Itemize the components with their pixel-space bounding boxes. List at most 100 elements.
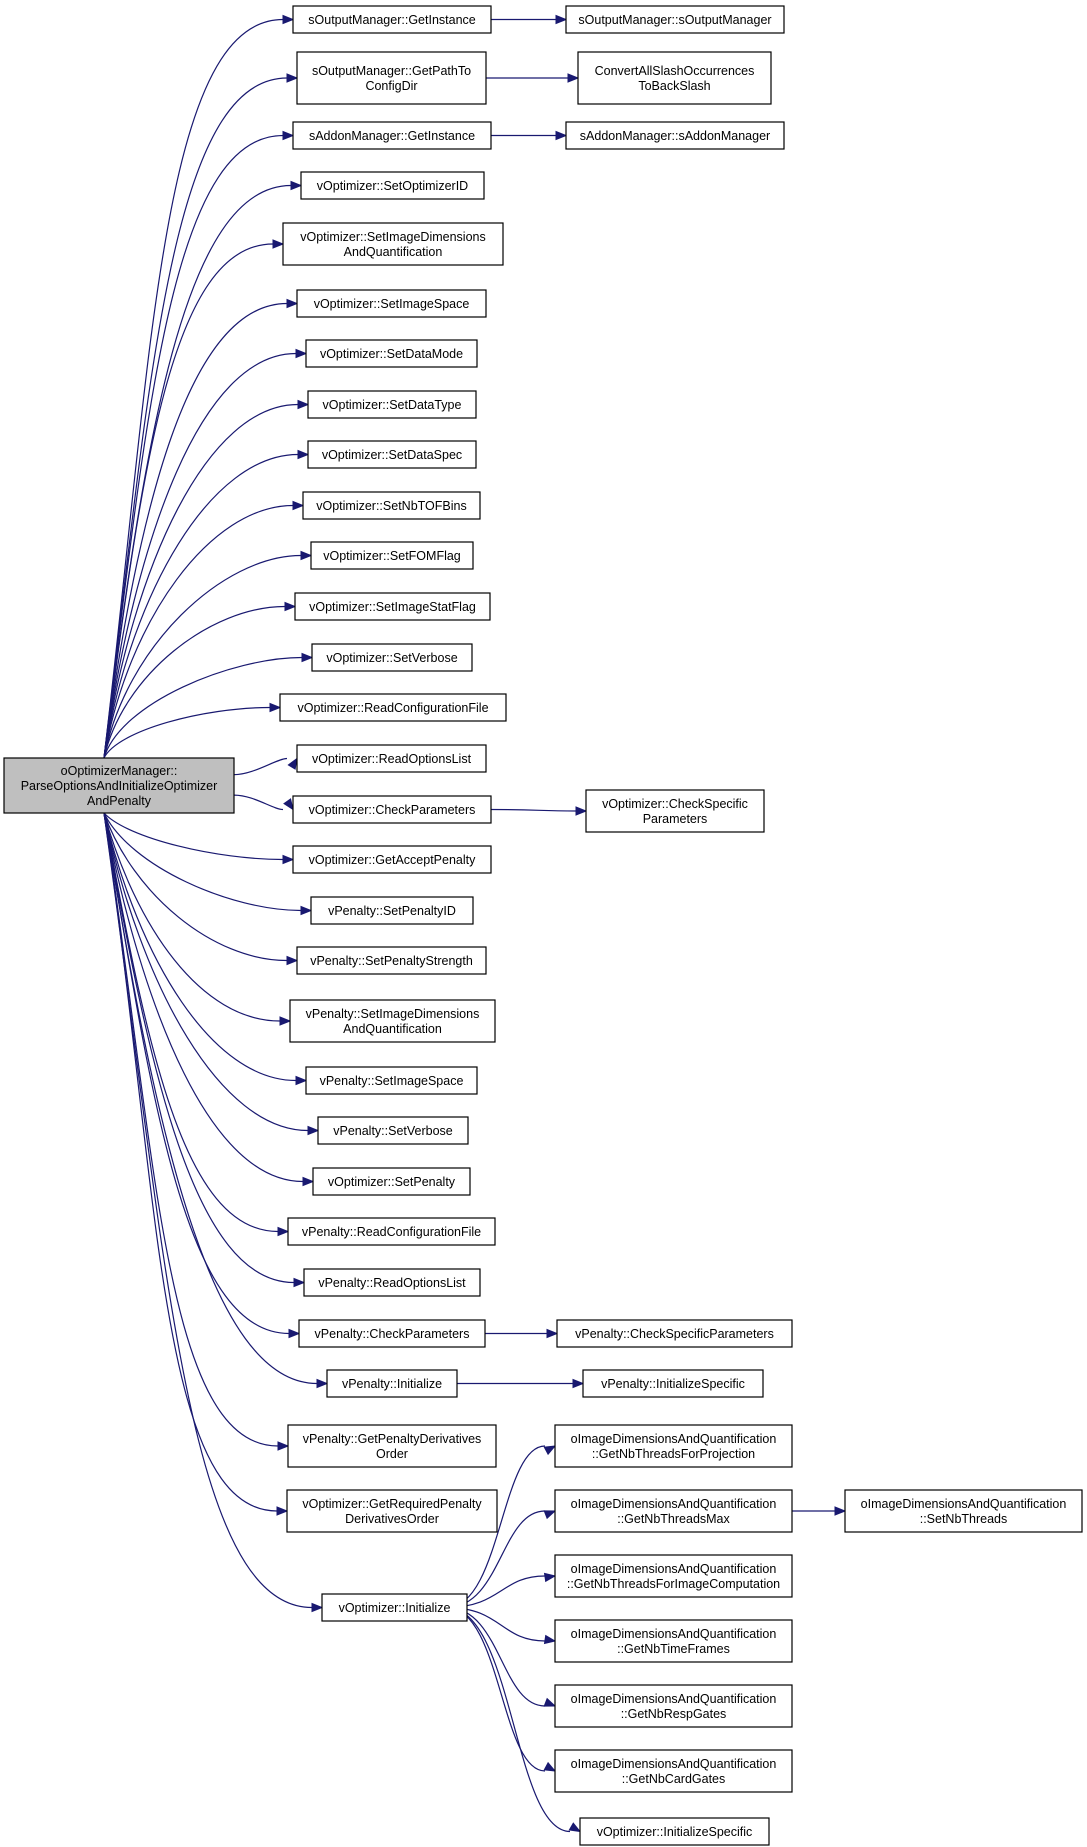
node-label: vPenalty::SetImageDimensions <box>306 1007 480 1021</box>
node-box <box>296 744 487 773</box>
node-box <box>286 1489 498 1533</box>
node-label: ::GetNbCardGates <box>622 1772 726 1786</box>
node-voptimizer-initialize[interactable]: vOptimizer::Initialize <box>321 1593 468 1622</box>
node-label: Order <box>376 1447 408 1461</box>
node-voptimizer-setfomflag[interactable]: vOptimizer::SetFOMFlag <box>310 541 474 570</box>
node-label: vOptimizer::SetFOMFlag <box>323 549 461 563</box>
node-soutputmanager-getinstance[interactable]: sOutputManager::GetInstance <box>292 5 492 34</box>
node-vpenalty-setimagedimensionsandquantification[interactable]: vPenalty::SetImageDimensionsAndQuantific… <box>289 999 496 1043</box>
node-voptimizer-readconfigurationfile[interactable]: vOptimizer::ReadConfigurationFile <box>279 693 507 722</box>
node-box <box>565 5 785 34</box>
edge-line <box>490 808 577 812</box>
node-saddonmanager-getinstance[interactable]: sAddonManager::GetInstance <box>292 121 492 150</box>
node-voptimizer-setoptimizerid[interactable]: vOptimizer::SetOptimizerID <box>300 171 485 200</box>
node-box <box>307 390 477 419</box>
node-vpenalty-setpenaltystrength[interactable]: vPenalty::SetPenaltyStrength <box>296 946 487 975</box>
edge-root-to-n1 <box>103 14 295 759</box>
edge-arrowhead <box>276 1506 289 1516</box>
node-saddonmanager-saddonmanager[interactable]: sAddonManager::sAddonManager <box>565 121 785 150</box>
edge-n36-to-n43 <box>446 1606 557 1772</box>
node-label: sOutputManager::GetPathTo <box>312 64 471 78</box>
node-label: ConfigDir <box>365 79 417 93</box>
edge-line <box>103 812 318 1385</box>
edge-line <box>103 184 292 759</box>
edge-n19-to-n20 <box>490 806 588 816</box>
node-box <box>579 1817 770 1846</box>
node-oimagedimensionsandquantification-getnbrespgates[interactable]: oImageDimensionsAndQuantification::GetNb… <box>554 1684 793 1728</box>
edge-arrowhead <box>546 1328 559 1339</box>
node-voptimizer-initializespecific[interactable]: vOptimizer::InitializeSpecific <box>579 1817 770 1846</box>
edge-root-to-n18 <box>233 757 298 776</box>
node-vpenalty-setimagespace[interactable]: vPenalty::SetImageSpace <box>305 1066 478 1095</box>
node-oimagedimensionsandquantification-getnbtimeframes[interactable]: oImageDimensionsAndQuantification::GetNb… <box>554 1619 793 1663</box>
edge-n30-to-n31 <box>485 1328 559 1339</box>
node-vpenalty-initializespecific[interactable]: vPenalty::InitializeSpecific <box>582 1369 764 1398</box>
node-label: vOptimizer::SetDataSpec <box>322 448 462 462</box>
node-vpenalty-checkspecificparameters[interactable]: vPenalty::CheckSpecificParameters <box>556 1319 793 1348</box>
edge-root-to-n8 <box>103 239 285 759</box>
edge-arrowhead <box>543 1510 557 1520</box>
node-label: AndPenalty <box>87 794 152 808</box>
node-oimagedimensionsandquantification-getnbthreadsforprojection[interactable]: oImageDimensionsAndQuantification::GetNb… <box>554 1424 793 1468</box>
node-label: ::GetNbThreadsForImageComputation <box>567 1577 780 1591</box>
node-voptimizer-checkparameters[interactable]: vOptimizer::CheckParameters <box>292 795 492 824</box>
node-voptimizer-getacceptpenalty[interactable]: vOptimizer::GetAcceptPenalty <box>292 845 492 874</box>
node-soutputmanager-soutputmanager[interactable]: sOutputManager::sOutputManager <box>565 5 785 34</box>
node-voptimizer-setverbose[interactable]: vOptimizer::SetVerbose <box>311 643 473 672</box>
edge-root-to-n23 <box>103 812 299 966</box>
node-vpenalty-checkparameters[interactable]: vPenalty::CheckParameters <box>298 1319 486 1348</box>
node-voptimizer-checkspecificparameters[interactable]: vOptimizer::CheckSpecificParameters <box>585 789 765 833</box>
edge-root-to-n7 <box>103 180 303 759</box>
node-label: oImageDimensionsAndQuantification <box>571 1497 777 1511</box>
edge-arrowhead <box>282 130 295 141</box>
edge-arrowhead <box>277 1441 290 1451</box>
node-oimagedimensionsandquantification-getnbthreadsforimagecomputation[interactable]: oImageDimensionsAndQuantification::GetNb… <box>554 1554 793 1598</box>
edge-root-to-n34 <box>103 812 290 1451</box>
edge-root-to-n16 <box>103 652 314 759</box>
edge-line <box>103 134 284 759</box>
node-vpenalty-setverbose[interactable]: vPenalty::SetVerbose <box>317 1116 469 1145</box>
node-label: vOptimizer::CheckSpecific <box>602 797 748 811</box>
node-vpenalty-readoptionslist[interactable]: vPenalty::ReadOptionsList <box>303 1268 481 1297</box>
node-voptimizer-setdatatype[interactable]: vOptimizer::SetDataType <box>307 390 477 419</box>
node-voptimizer-setdataspec[interactable]: vOptimizer::SetDataSpec <box>307 440 477 469</box>
node-vpenalty-setpenaltyid[interactable]: vPenalty::SetPenaltyID <box>310 896 474 925</box>
edge-n36-to-n42 <box>446 1606 557 1707</box>
node-label: vOptimizer::GetAcceptPenalty <box>309 853 476 867</box>
edge-root-to-n3 <box>103 73 299 759</box>
node-voptimizer-readoptionslist[interactable]: vOptimizer::ReadOptionsList <box>296 744 487 773</box>
edge-arrowhead <box>288 1328 301 1339</box>
node-box <box>287 1217 496 1246</box>
node-vpenalty-initialize[interactable]: vPenalty::Initialize <box>326 1369 458 1398</box>
node-vpenalty-readconfigurationfile[interactable]: vPenalty::ReadConfigurationFile <box>287 1217 496 1246</box>
node-label: vPenalty::SetPenaltyStrength <box>310 954 473 968</box>
edge-line <box>103 812 288 962</box>
node-label: vOptimizer::SetImageSpace <box>314 297 470 311</box>
node-voptimizer-setdatamode[interactable]: vOptimizer::SetDataMode <box>305 339 478 368</box>
node-ooptimizermanager-parseoptionsandinitializeoptimizerandpenalty[interactable]: oOptimizerManager::ParseOptionsAndInitia… <box>3 757 235 814</box>
node-voptimizer-setnbtofbins[interactable]: vOptimizer::SetNbTOFBins <box>302 491 481 520</box>
edge-root-to-n10 <box>103 348 308 759</box>
edge-line <box>103 352 297 759</box>
node-box <box>292 795 492 824</box>
edge-arrowhead <box>297 399 310 410</box>
node-box <box>300 171 485 200</box>
node-box <box>292 121 492 150</box>
node-oimagedimensionsandquantification-getnbcardgates[interactable]: oImageDimensionsAndQuantification::GetNb… <box>554 1749 793 1793</box>
node-voptimizer-setimagestatflag[interactable]: vOptimizer::SetImageStatFlag <box>294 592 491 621</box>
node-voptimizer-setpenalty[interactable]: vOptimizer::SetPenalty <box>312 1167 471 1196</box>
node-label: oImageDimensionsAndQuantification <box>571 1757 777 1771</box>
node-box <box>292 5 492 34</box>
node-label: vOptimizer::ReadConfigurationFile <box>297 701 488 715</box>
node-box <box>554 1749 793 1793</box>
edge-arrowhead <box>543 1761 557 1772</box>
node-voptimizer-setimagespace[interactable]: vOptimizer::SetImageSpace <box>296 289 487 318</box>
node-label: vOptimizer::SetNbTOFBins <box>316 499 467 513</box>
node-oimagedimensionsandquantification-getnbthreadsmax[interactable]: oImageDimensionsAndQuantification::GetNb… <box>554 1489 793 1533</box>
node-voptimizer-getrequiredpenaltyderivativesorder[interactable]: vOptimizer::GetRequiredPenaltyDerivative… <box>286 1489 498 1533</box>
node-voptimizer-setimagedimensionsandquantification[interactable]: vOptimizer::SetImageDimensionsAndQuantif… <box>282 222 504 266</box>
node-oimagedimensionsandquantification-setnbthreads[interactable]: oImageDimensionsAndQuantification::SetNb… <box>844 1489 1083 1533</box>
